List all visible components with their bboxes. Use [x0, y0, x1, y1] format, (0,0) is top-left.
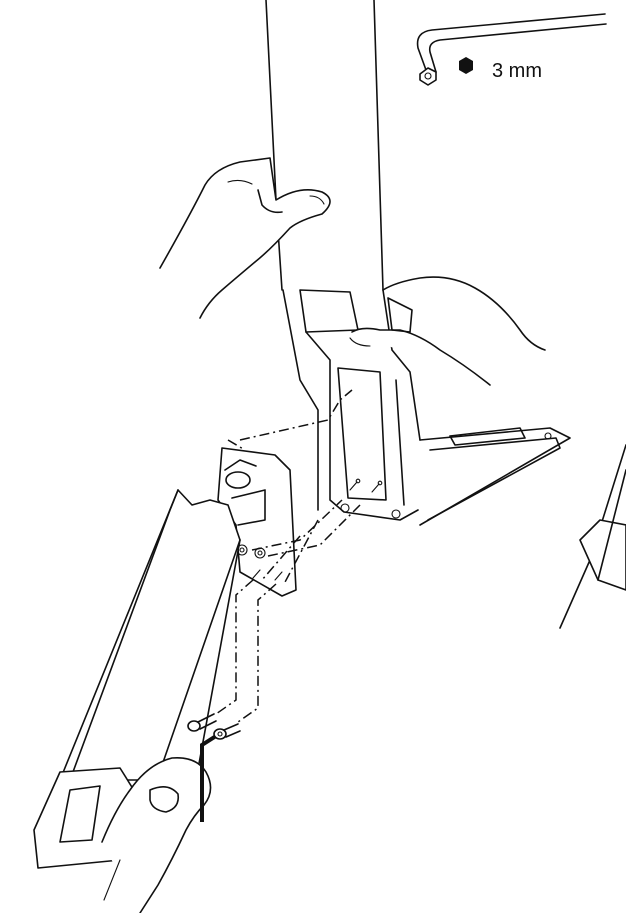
adjacent-leg — [560, 445, 626, 628]
upper-left-hand — [160, 158, 330, 318]
hexagon-bullet-icon — [459, 57, 473, 74]
base-frame — [300, 290, 570, 525]
hex-key-size-label: 3 mm — [492, 60, 542, 82]
screw-2 — [214, 724, 240, 739]
upper-right-hand — [350, 277, 545, 385]
